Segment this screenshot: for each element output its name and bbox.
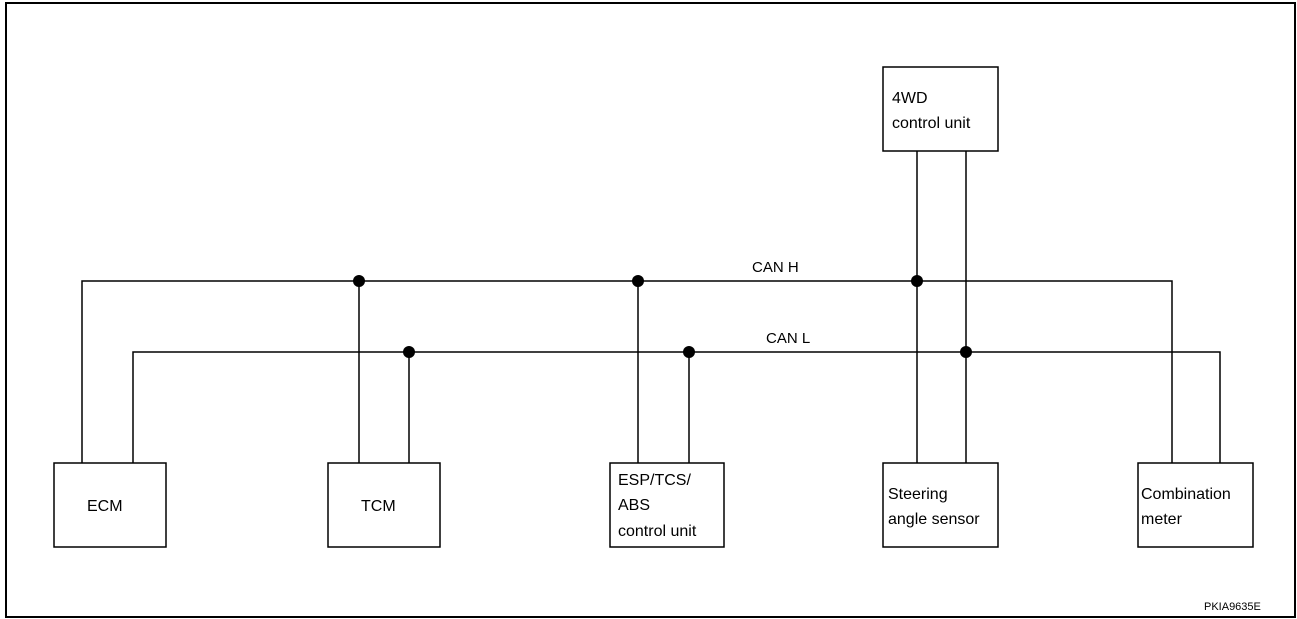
steering-angle-sensor-unit: Steering angle sensor bbox=[882, 462, 999, 548]
tcm-unit: TCM bbox=[327, 462, 441, 548]
can-l-main-line bbox=[132, 351, 1221, 463]
esp-tcs-abs-label: ESP/TCS/ ABS control unit bbox=[618, 472, 697, 540]
can-l-junction-esp bbox=[683, 346, 695, 358]
4wd-control-unit-box bbox=[882, 66, 999, 152]
4wd-control-unit: 4WD control unit bbox=[882, 66, 999, 152]
can-l-label: CAN L bbox=[766, 330, 810, 347]
figure-code: PKIA9635E bbox=[1204, 601, 1261, 613]
can-h-junction-4wd bbox=[911, 275, 923, 287]
combination-meter-unit: Combination meter bbox=[1137, 462, 1254, 548]
combination-meter-label: Combination meter bbox=[1141, 486, 1235, 528]
esp-tcs-abs-box bbox=[609, 462, 725, 548]
ecm-unit: ECM bbox=[53, 462, 167, 548]
esp-tcs-abs-unit: ESP/TCS/ ABS control unit bbox=[609, 462, 725, 548]
can-l-bus: CAN L bbox=[132, 151, 1221, 463]
ecm-box bbox=[53, 462, 167, 548]
4wd-control-unit-label: 4WD control unit bbox=[892, 90, 971, 132]
combination-meter-box bbox=[1137, 462, 1254, 548]
can-h-junction-tcm bbox=[353, 275, 365, 287]
tcm-label: TCM bbox=[361, 498, 396, 515]
can-l-junction-tcm bbox=[403, 346, 415, 358]
ecm-label: ECM bbox=[87, 498, 123, 515]
steering-angle-sensor-box bbox=[882, 462, 999, 548]
can-h-bus: CAN H bbox=[81, 151, 1173, 463]
can-h-junction-esp bbox=[632, 275, 644, 287]
can-h-main-line bbox=[81, 280, 1173, 463]
diagram-frame bbox=[5, 2, 1296, 618]
can-h-label: CAN H bbox=[752, 259, 799, 276]
can-l-junction-steering bbox=[960, 346, 972, 358]
tcm-box bbox=[327, 462, 441, 548]
steering-angle-sensor-label: Steering angle sensor bbox=[888, 486, 980, 528]
